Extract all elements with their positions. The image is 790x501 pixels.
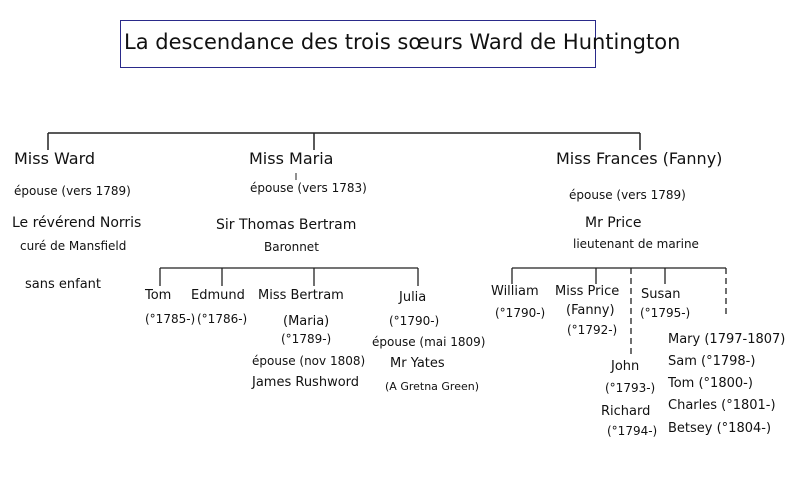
charles-entry: Charles (°1801-)	[668, 398, 776, 413]
missprice-dates: (°1792-)	[567, 323, 618, 337]
ward-children: sans enfant	[25, 277, 102, 292]
richard-name: Richard	[601, 404, 651, 419]
missbertram-name: Miss Bertram	[258, 288, 344, 303]
edmund-dates: (°1786-)	[197, 312, 248, 326]
tom-price-entry: Tom (°1800-)	[668, 376, 753, 391]
william-name: William	[491, 284, 539, 299]
julia-note: (A Gretna Green)	[385, 380, 480, 393]
john-dates: (°1793-)	[605, 381, 656, 395]
julia-spouse: Mr Yates	[390, 356, 445, 371]
julia-name: Julia	[399, 290, 427, 305]
betsey-entry: Betsey (°1804-)	[668, 421, 772, 436]
tom-bertram-dates: (°1785-)	[145, 312, 196, 326]
frances-spouse-role: lieutenant de marine	[573, 237, 699, 251]
edmund-name: Edmund	[191, 288, 245, 303]
frances-married: épouse (vers 1789)	[569, 188, 686, 202]
maria-spouse-role: Baronnet	[264, 240, 319, 254]
missbertram-alias: (Maria)	[283, 314, 330, 329]
william-dates: (°1790-)	[495, 306, 546, 320]
missprice-alias: (Fanny)	[566, 303, 615, 318]
frances-spouse: Mr Price	[585, 215, 642, 231]
julia-dates: (°1790-)	[389, 314, 440, 328]
ward-name: Miss Ward	[14, 149, 96, 168]
maria-spouse: Sir Thomas Bertram	[216, 217, 357, 233]
frances-name: Miss Frances (Fanny)	[556, 149, 723, 168]
susan-name: Susan	[641, 287, 681, 302]
john-name: John	[611, 359, 640, 374]
susan-dates: (°1795-)	[640, 306, 691, 320]
mary-entry: Mary (1797-1807)	[668, 332, 786, 347]
missprice-name: Miss Price	[555, 284, 620, 299]
diagram-title: La descendance des trois sœurs Ward de H…	[124, 30, 681, 54]
sam-entry: Sam (°1798-)	[668, 354, 756, 369]
maria-married: épouse (vers 1783)	[250, 181, 367, 195]
title-box	[120, 20, 596, 68]
ward-spouse-role: curé de Mansfield	[20, 239, 127, 253]
missbertram-married: épouse (nov 1808)	[252, 354, 366, 368]
ward-spouse: Le révérend Norris	[12, 215, 142, 231]
ward-married: épouse (vers 1789)	[14, 184, 131, 198]
missbertram-dates: (°1789-)	[281, 332, 332, 346]
julia-married: épouse (mai 1809)	[372, 335, 486, 349]
richard-dates: (°1794-)	[607, 424, 658, 438]
maria-name: Miss Maria	[249, 149, 334, 168]
tom-bertram-name: Tom	[145, 288, 172, 303]
missbertram-spouse: James Rushword	[252, 375, 360, 390]
